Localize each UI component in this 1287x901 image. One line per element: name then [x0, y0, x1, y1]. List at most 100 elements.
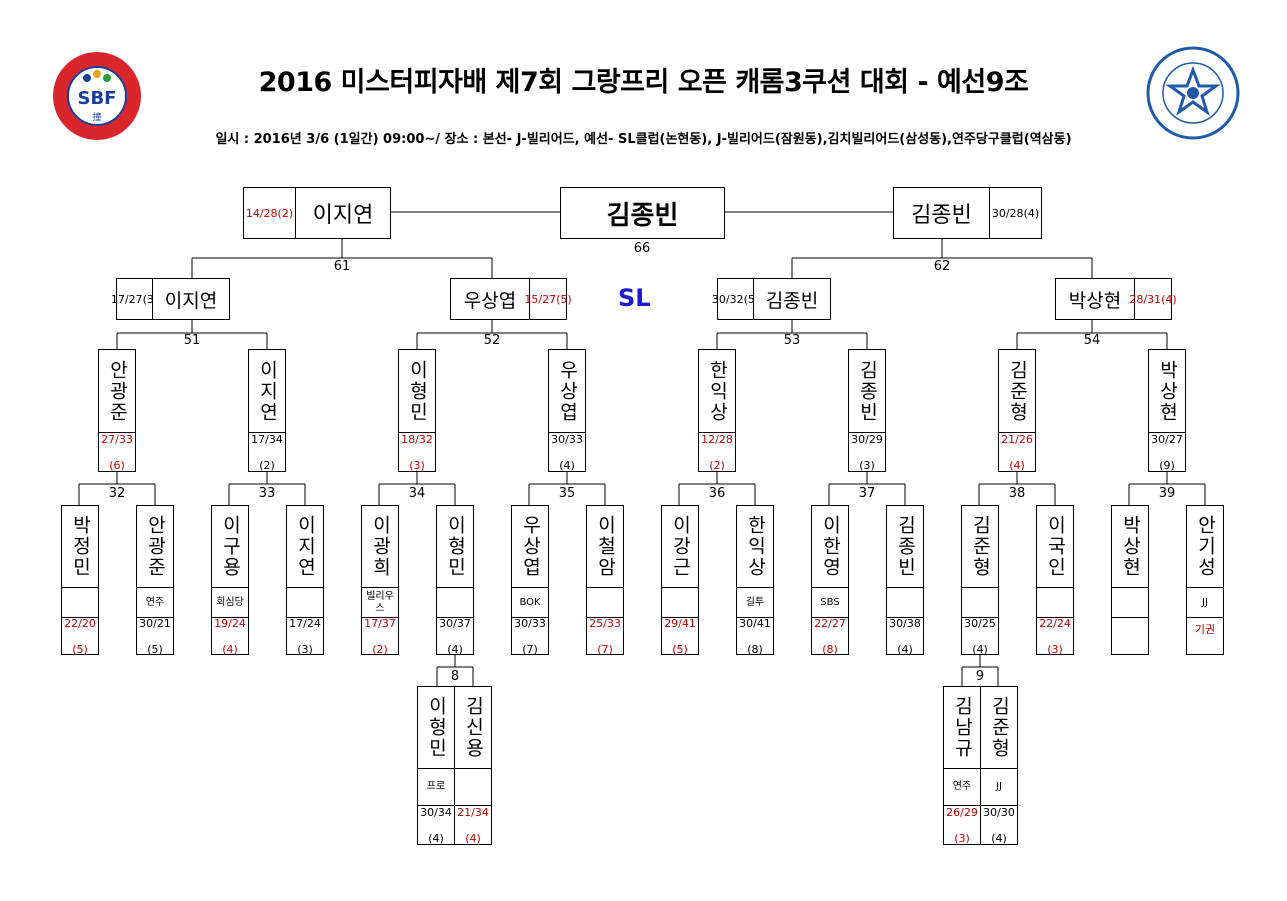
prelim-score: 30/34(4) [417, 805, 455, 845]
score: 28/31 [1129, 292, 1162, 306]
r16-score: 27/33(6) [98, 432, 136, 472]
page-title: 2016 미스터피자배 제7회 그랑프리 오픈 캐롬3쿠션 대회 - 예선9조 [258, 67, 1029, 98]
semi-name: 김종빈 [893, 187, 990, 239]
club: BOK [519, 596, 541, 608]
score: 15/27 [524, 292, 557, 306]
r32-club [1111, 587, 1149, 618]
prelim-club: 연주 [943, 768, 981, 806]
player-name: 이철암 [594, 515, 617, 578]
r32-score [1111, 617, 1149, 655]
innings: (7) [522, 642, 538, 656]
innings: (4) [222, 642, 238, 656]
r32-score: 30/41(8) [736, 616, 774, 656]
quarter-score: 30/32(5) [712, 278, 759, 320]
score: 기권 [1194, 623, 1216, 636]
r32-name: 이광희 [361, 505, 399, 588]
match-number: 8 [450, 669, 460, 684]
player-name: 김준형 [1006, 359, 1029, 423]
innings: (4) [1023, 206, 1040, 220]
player-name: 이구용 [219, 515, 242, 578]
score: 21/34 [457, 805, 489, 819]
quarter-name: 이지연 [152, 278, 230, 320]
innings: (3) [1047, 642, 1063, 656]
innings: (9) [1159, 458, 1175, 472]
innings: (3) [409, 458, 425, 472]
r32-name: 우상엽 [511, 505, 549, 588]
score: 30/41 [739, 616, 771, 630]
innings: (2) [709, 458, 725, 472]
prelim-name: 김신용 [454, 686, 492, 769]
innings: (2) [372, 642, 388, 656]
prelim-name: 이형민 [417, 686, 455, 769]
r32-score: 19/24(4) [211, 617, 249, 656]
innings: (4) [972, 642, 988, 656]
score: 30/28 [991, 206, 1024, 220]
quarter-name: 김종빈 [753, 278, 831, 320]
score: 12/28 [701, 432, 733, 446]
r32-score: 30/33 (7) [511, 616, 549, 656]
score: 29/41 [664, 616, 696, 630]
r32-club [886, 587, 924, 618]
player-name: 김준형 [969, 515, 992, 578]
quarter-score: 28/31(4) [1129, 278, 1177, 320]
player-name: 이국인 [1044, 515, 1067, 578]
prelim-name: 김준형 [980, 686, 1018, 769]
prelim-score: 21/34 (4) [454, 805, 492, 845]
score: 14/28 [245, 206, 278, 220]
score: 30/33 [514, 616, 546, 630]
r32-club [436, 587, 474, 618]
r16-name: 박상현 [1148, 349, 1186, 433]
score: 30/33 [551, 432, 583, 446]
r32-name: 이국인 [1036, 505, 1074, 588]
score: 30/37 [439, 616, 471, 630]
r16-score: 30/33(4) [548, 432, 586, 472]
score: 22/24 [1039, 616, 1071, 630]
player-name: 안기성 [1194, 515, 1217, 578]
score: 30/38 [889, 616, 921, 630]
r16-score: 17/34(2) [248, 432, 286, 472]
score: 30/30 [983, 805, 1015, 819]
r32-club [1036, 587, 1074, 618]
quarter-score: 17/27(3) [111, 278, 158, 320]
r32-club: 빌리우스 [361, 587, 399, 618]
innings: (3) [859, 458, 875, 472]
score: 21/26 [1001, 432, 1033, 446]
r32-name: 이한영 [811, 505, 849, 588]
score: 22/27 [814, 616, 846, 630]
r32-club: 길투 [736, 587, 774, 618]
r16-name: 한익상 [698, 349, 736, 433]
quarter-name: 박상현 [1055, 278, 1135, 320]
r32-score: 29/41(5) [661, 616, 699, 656]
r16-name: 김종빈 [848, 349, 886, 433]
r32-club [61, 587, 99, 618]
r32-score: 30/25(4) [961, 617, 999, 656]
player-name: 안광준 [144, 515, 167, 578]
r32-score: 기권 [1186, 617, 1224, 655]
r32-name: 이형민 [436, 505, 474, 588]
r32-name: 안광준 [136, 505, 174, 588]
r32-club: SBS [811, 587, 849, 618]
club: 회심당 [216, 596, 244, 608]
innings: (4) [1009, 458, 1025, 472]
match-number: 66 [633, 241, 651, 256]
r16-name: 김준형 [998, 349, 1036, 433]
innings: (4) [428, 831, 444, 845]
match-number: 39 [1158, 486, 1176, 501]
r32-score: 30/21(5) [136, 617, 174, 656]
r32-score: 22/24 (3) [1036, 616, 1074, 656]
quarter-score: 15/27(5) [524, 278, 572, 320]
player-name: 김남규 [951, 696, 974, 759]
r32-name: 한익상 [736, 505, 774, 588]
match-number: 35 [558, 486, 576, 501]
innings: (4) [465, 831, 481, 845]
r32-club [286, 587, 324, 618]
score: 17/37 [364, 616, 396, 630]
r16-name: 안광준 [98, 349, 136, 433]
club: JJ [996, 781, 1002, 792]
match-number: 36 [708, 486, 726, 501]
r32-name: 이지연 [286, 505, 324, 588]
r32-name: 안기성 [1186, 505, 1224, 588]
r16-score: 12/28 (2) [698, 432, 736, 472]
r32-club: 연주 [136, 587, 174, 618]
club: SBS [820, 596, 840, 608]
